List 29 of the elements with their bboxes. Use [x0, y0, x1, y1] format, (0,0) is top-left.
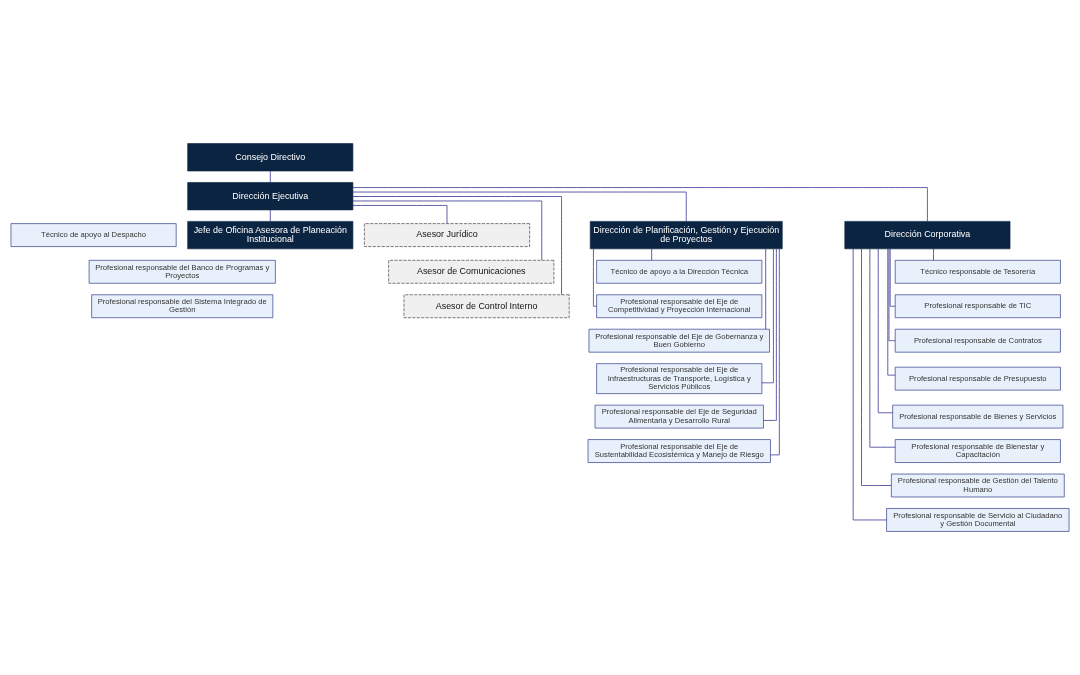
connector	[593, 248, 597, 307]
connector	[770, 248, 780, 456]
connector	[269, 170, 271, 183]
connector	[761, 248, 774, 384]
connector	[651, 248, 653, 261]
node-box: Consejo Directivo	[187, 143, 354, 172]
connector	[352, 205, 448, 224]
connector	[352, 196, 562, 296]
connector	[763, 248, 777, 421]
connector	[889, 248, 896, 307]
connector	[269, 209, 271, 222]
connector	[352, 187, 928, 222]
node-box: Dirección Ejecutiva	[187, 182, 354, 211]
connector	[352, 191, 687, 222]
connector	[877, 248, 893, 414]
connector	[352, 200, 543, 261]
connector	[861, 248, 892, 486]
node-box: Jefe de Oficina Asesora de Planeación Institucional	[187, 221, 354, 250]
connector	[888, 248, 896, 342]
connector	[933, 248, 934, 261]
node-box: Dirección Corporativa	[844, 221, 1011, 250]
connector	[887, 248, 896, 376]
node-box: Asesor Jurídico	[364, 223, 530, 247]
connector	[765, 248, 767, 330]
connector	[869, 248, 896, 448]
node-box: Dirección de Planificación, Gestión y Ejecución de Proyectos	[589, 221, 783, 250]
node-box: Asesor de Control Interno	[403, 294, 570, 319]
connector	[852, 248, 887, 521]
node-box: Asesor de Comunicaciones	[388, 260, 555, 284]
